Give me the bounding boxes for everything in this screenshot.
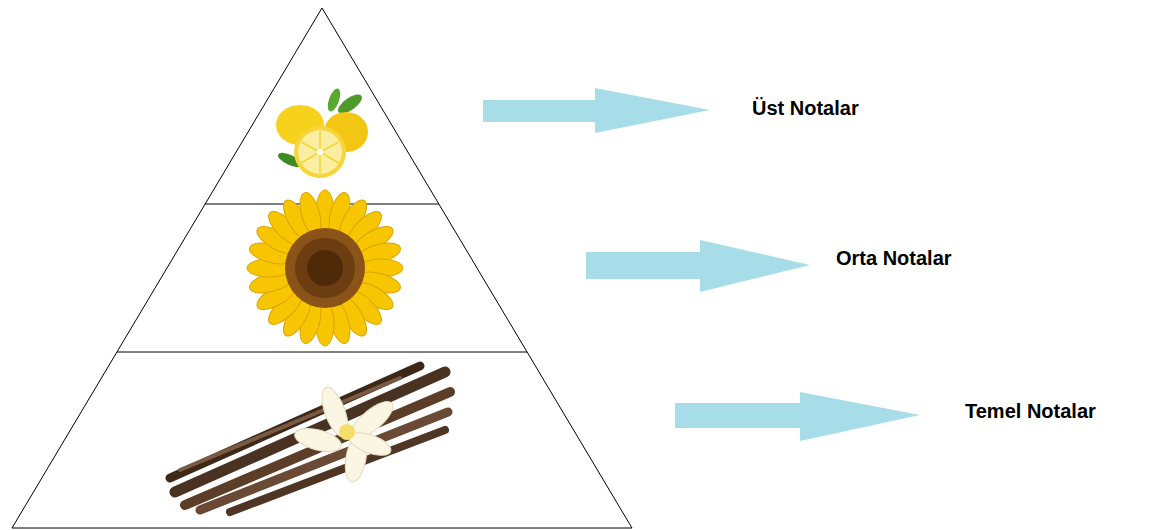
band-divider — [117, 352, 527, 353]
note-label: Üst Notalar — [752, 96, 859, 120]
lemon-picture — [276, 87, 368, 178]
pyramid-outline — [12, 8, 632, 528]
note-label: Orta Notalar — [836, 246, 952, 270]
sunflower-picture — [247, 190, 403, 346]
note-label: Temel Notalar — [965, 399, 1096, 423]
vanilla-picture — [170, 366, 450, 512]
